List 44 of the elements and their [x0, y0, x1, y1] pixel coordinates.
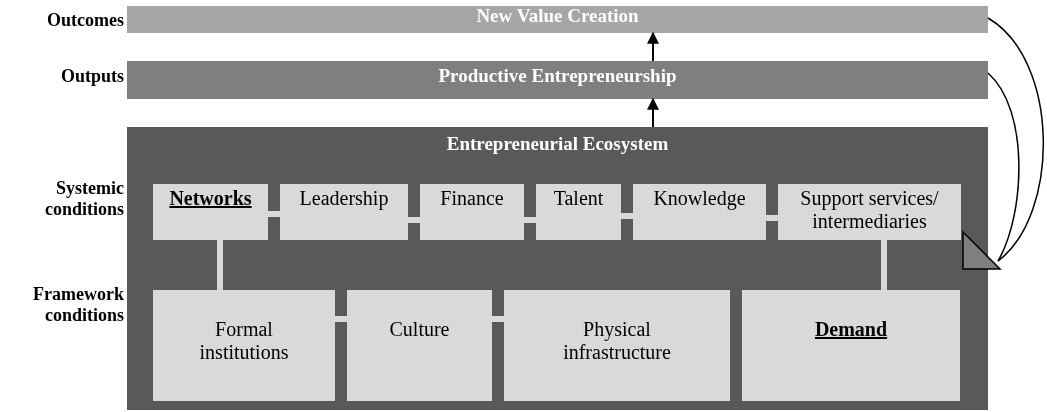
connector-bar	[881, 240, 887, 290]
triangle-shape	[962, 231, 1002, 271]
row-label: Outcomes	[46, 10, 124, 31]
condition-box	[153, 184, 268, 240]
connector-bar	[268, 211, 280, 217]
condition-name: Leadership	[298, 186, 390, 210]
condition-name: Knowledge	[652, 186, 747, 210]
condition-box	[504, 290, 730, 401]
level-title: New Value Creation	[475, 4, 640, 28]
condition-box	[153, 290, 335, 401]
connector-bar	[217, 240, 223, 290]
curved-line	[987, 72, 1020, 262]
row-label: Outputs	[59, 66, 124, 87]
row-label: Framework conditions	[32, 284, 124, 326]
connector-bar	[408, 217, 420, 223]
condition-box	[347, 290, 492, 401]
connector-bar	[335, 316, 347, 322]
level-bar	[127, 61, 988, 99]
condition-name: Finance	[439, 186, 505, 210]
condition-name: Demand	[813, 317, 889, 341]
level-title: Productive Entrepreneurship	[437, 64, 678, 88]
condition-name: Support services/ intermediaries	[799, 186, 940, 233]
condition-box	[536, 184, 621, 240]
condition-box	[778, 184, 961, 240]
connector-bar	[492, 316, 504, 322]
curved-line	[987, 17, 1044, 262]
level-title: Entrepreneurial Ecosystem	[445, 132, 670, 156]
condition-box	[280, 184, 408, 240]
arrow	[647, 97, 659, 128]
condition-name: Networks	[168, 186, 253, 210]
condition-name: Physical infrastructure	[562, 317, 672, 364]
connector-bar	[621, 213, 633, 219]
condition-name: Culture	[388, 317, 451, 341]
row-label: Systemic conditions	[43, 178, 124, 220]
ecosystem-panel	[127, 127, 988, 410]
arrow	[647, 31, 659, 62]
condition-box	[742, 290, 960, 401]
connector-bar	[766, 215, 778, 221]
condition-name: Talent	[552, 186, 605, 210]
condition-box	[420, 184, 524, 240]
condition-box	[633, 184, 766, 240]
connector-bar	[524, 217, 536, 223]
level-bar	[127, 6, 988, 33]
condition-name: Formal institutions	[198, 317, 290, 364]
